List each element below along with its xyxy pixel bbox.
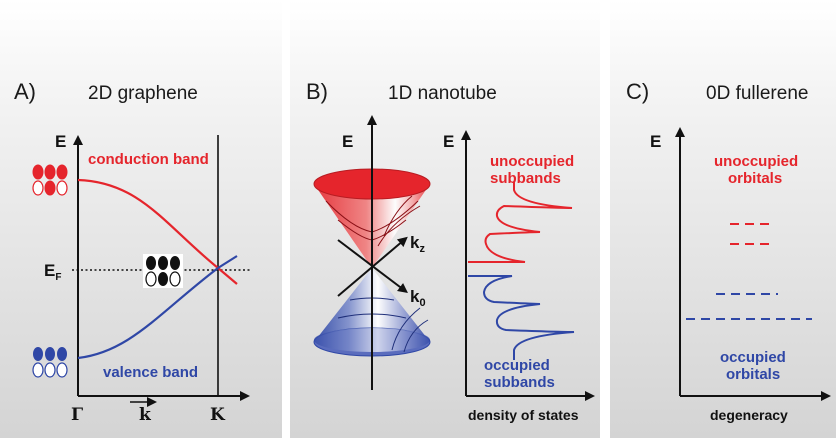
panel-b-letter: B) — [306, 79, 328, 104]
k-vector-label: k — [139, 405, 152, 425]
kz-label: kz — [410, 233, 425, 255]
panel-c-title: 0D fullerene — [706, 83, 808, 104]
fermi-orbital-icon — [143, 254, 183, 288]
panel-a-title: 2D graphene — [88, 83, 198, 104]
occupied-orbitals-line2: orbitals — [726, 366, 780, 383]
k0-label: k0 — [410, 287, 426, 309]
panel-b-right-axis-e: E — [443, 132, 454, 151]
panel-c-axis-e: E — [650, 132, 661, 151]
unoccupied-subbands-line1: unoccupied — [490, 153, 574, 170]
panel-b: B) 1D nanotube E kz k0 — [306, 79, 595, 423]
fermi-label: EF — [44, 261, 61, 283]
panel-c-letter: C) — [626, 79, 649, 104]
conduction-band-curve — [77, 178, 238, 285]
panel-b-left-axis-e: E — [342, 132, 353, 151]
conduction-band-label: conduction band — [88, 151, 209, 168]
panel-a: A) 2D graphene E EF conduction band vale… — [14, 79, 252, 425]
unoccupied-dos-curve — [468, 182, 573, 263]
unoccupied-orbitals-line2: orbitals — [728, 170, 782, 187]
panel-b-x-label: density of states — [468, 407, 579, 423]
panel-c-x-label: degeneracy — [710, 407, 788, 423]
kz-axis — [337, 236, 408, 297]
gamma-point-label: Γ — [71, 405, 83, 425]
panel-c: C) 0D fullerene E unoccupied orbitals oc… — [626, 79, 831, 423]
unoccupied-subbands-line2: subbands — [490, 170, 561, 187]
occupied-subbands-line1: occupied — [484, 357, 550, 374]
conduction-orbital-icon — [32, 164, 68, 196]
occupied-dos-curve — [468, 275, 575, 360]
valence-band-curve — [77, 255, 238, 360]
panel-a-letter: A) — [14, 79, 36, 104]
valence-orbital-icon — [32, 347, 68, 378]
k0-axis — [337, 239, 408, 294]
panel-a-axis-e: E — [55, 132, 66, 151]
panel-b-background — [290, 0, 600, 438]
panel-c-background — [610, 0, 836, 438]
k-point-label: K — [210, 405, 226, 425]
panel-b-title: 1D nanotube — [388, 83, 497, 104]
unoccupied-orbitals-line1: unoccupied — [714, 153, 798, 170]
valence-band-label: valence band — [103, 364, 198, 381]
occupied-orbitals-line1: occupied — [720, 349, 786, 366]
occupied-subbands-line2: subbands — [484, 374, 555, 391]
